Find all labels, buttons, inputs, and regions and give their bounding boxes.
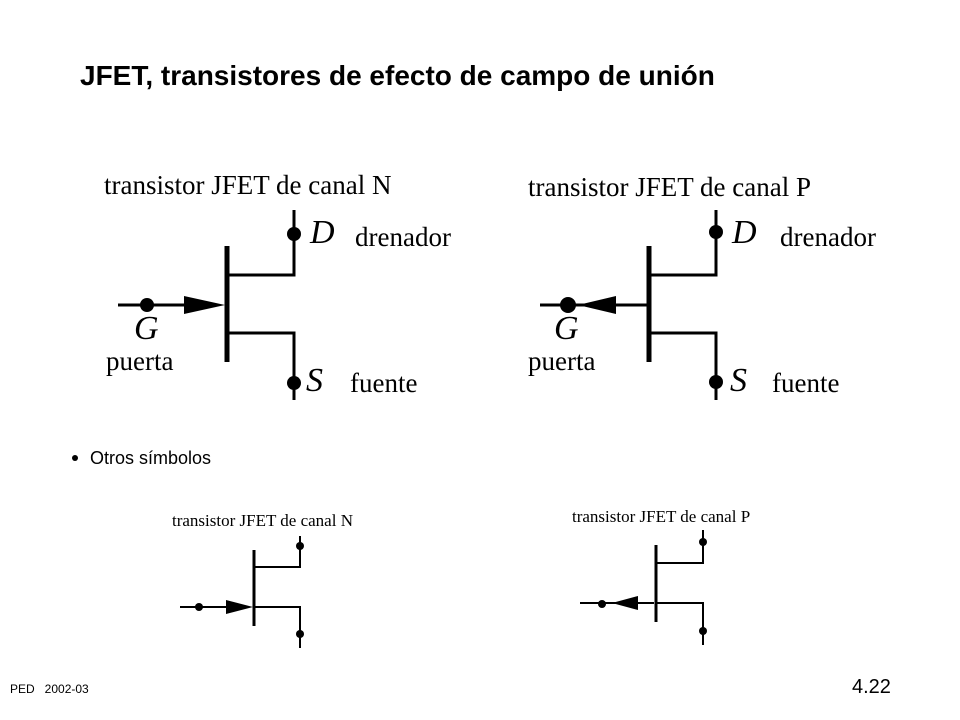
n-gate-letter: G <box>134 310 159 347</box>
n-drain-lead <box>227 210 296 277</box>
p-gate-letter: G <box>554 310 579 347</box>
n-source-lead <box>227 331 296 400</box>
bullet-text: Otros símbolos <box>90 448 212 468</box>
n-small-source-dot <box>296 630 304 638</box>
p-small-gate-dot <box>598 600 606 608</box>
page-number: 4.22 <box>852 676 891 698</box>
n-small-source-lead <box>254 606 301 648</box>
p-source-lead <box>649 331 718 400</box>
p-gate-terminal-dot <box>560 297 576 313</box>
n-drain-terminal-dot <box>287 227 301 241</box>
footer-course: PED 2002-03 <box>10 682 89 696</box>
p-drain-letter: D <box>732 214 757 251</box>
n-source-letter: S <box>306 362 323 399</box>
n-gate-arrow-icon <box>184 296 225 314</box>
p-channel-caption: transistor JFET de canal P <box>528 172 811 202</box>
n-source-terminal-dot <box>287 376 301 390</box>
p-small-drain-lead <box>656 530 704 564</box>
p-channel-jfet-symbol <box>540 210 723 400</box>
p-source-letter: S <box>730 362 747 399</box>
n-source-name: fuente <box>350 368 418 398</box>
p-small-drain-dot <box>699 538 707 546</box>
n-small-drain-lead <box>254 536 301 568</box>
p-small-gate-arrow-icon <box>612 596 638 610</box>
n-small-gate-dot <box>195 603 203 611</box>
p-drain-name: drenador <box>780 222 876 252</box>
p-small-source-lead <box>656 602 704 645</box>
n-channel-jfet-symbol <box>118 210 301 400</box>
bullet-item: Otros símbolos <box>72 448 211 469</box>
p-channel-jfet-small-symbol <box>580 530 707 645</box>
n-drain-letter: D <box>310 214 335 251</box>
n-gate-name: puerta <box>106 346 174 376</box>
p-source-terminal-dot <box>709 375 723 389</box>
p-channel-small-caption: transistor JFET de canal P <box>572 507 751 526</box>
n-small-gate-arrow-icon <box>226 600 253 614</box>
p-small-source-dot <box>699 627 707 635</box>
n-channel-jfet-small-symbol <box>180 536 304 648</box>
n-drain-name: drenador <box>355 222 451 252</box>
p-drain-lead <box>649 210 718 277</box>
n-channel-caption: transistor JFET de canal N <box>104 170 392 200</box>
slide-title: JFET, transistores de efecto de campo de… <box>80 60 715 91</box>
bullet-dot <box>72 454 78 461</box>
n-small-drain-dot <box>296 542 304 550</box>
p-gate-arrow-icon <box>578 296 616 314</box>
n-channel-small-caption: transistor JFET de canal N <box>172 511 353 530</box>
p-gate-name: puerta <box>528 346 596 376</box>
p-drain-terminal-dot <box>709 225 723 239</box>
n-gate-terminal-dot <box>140 298 154 312</box>
p-source-name: fuente <box>772 368 840 398</box>
